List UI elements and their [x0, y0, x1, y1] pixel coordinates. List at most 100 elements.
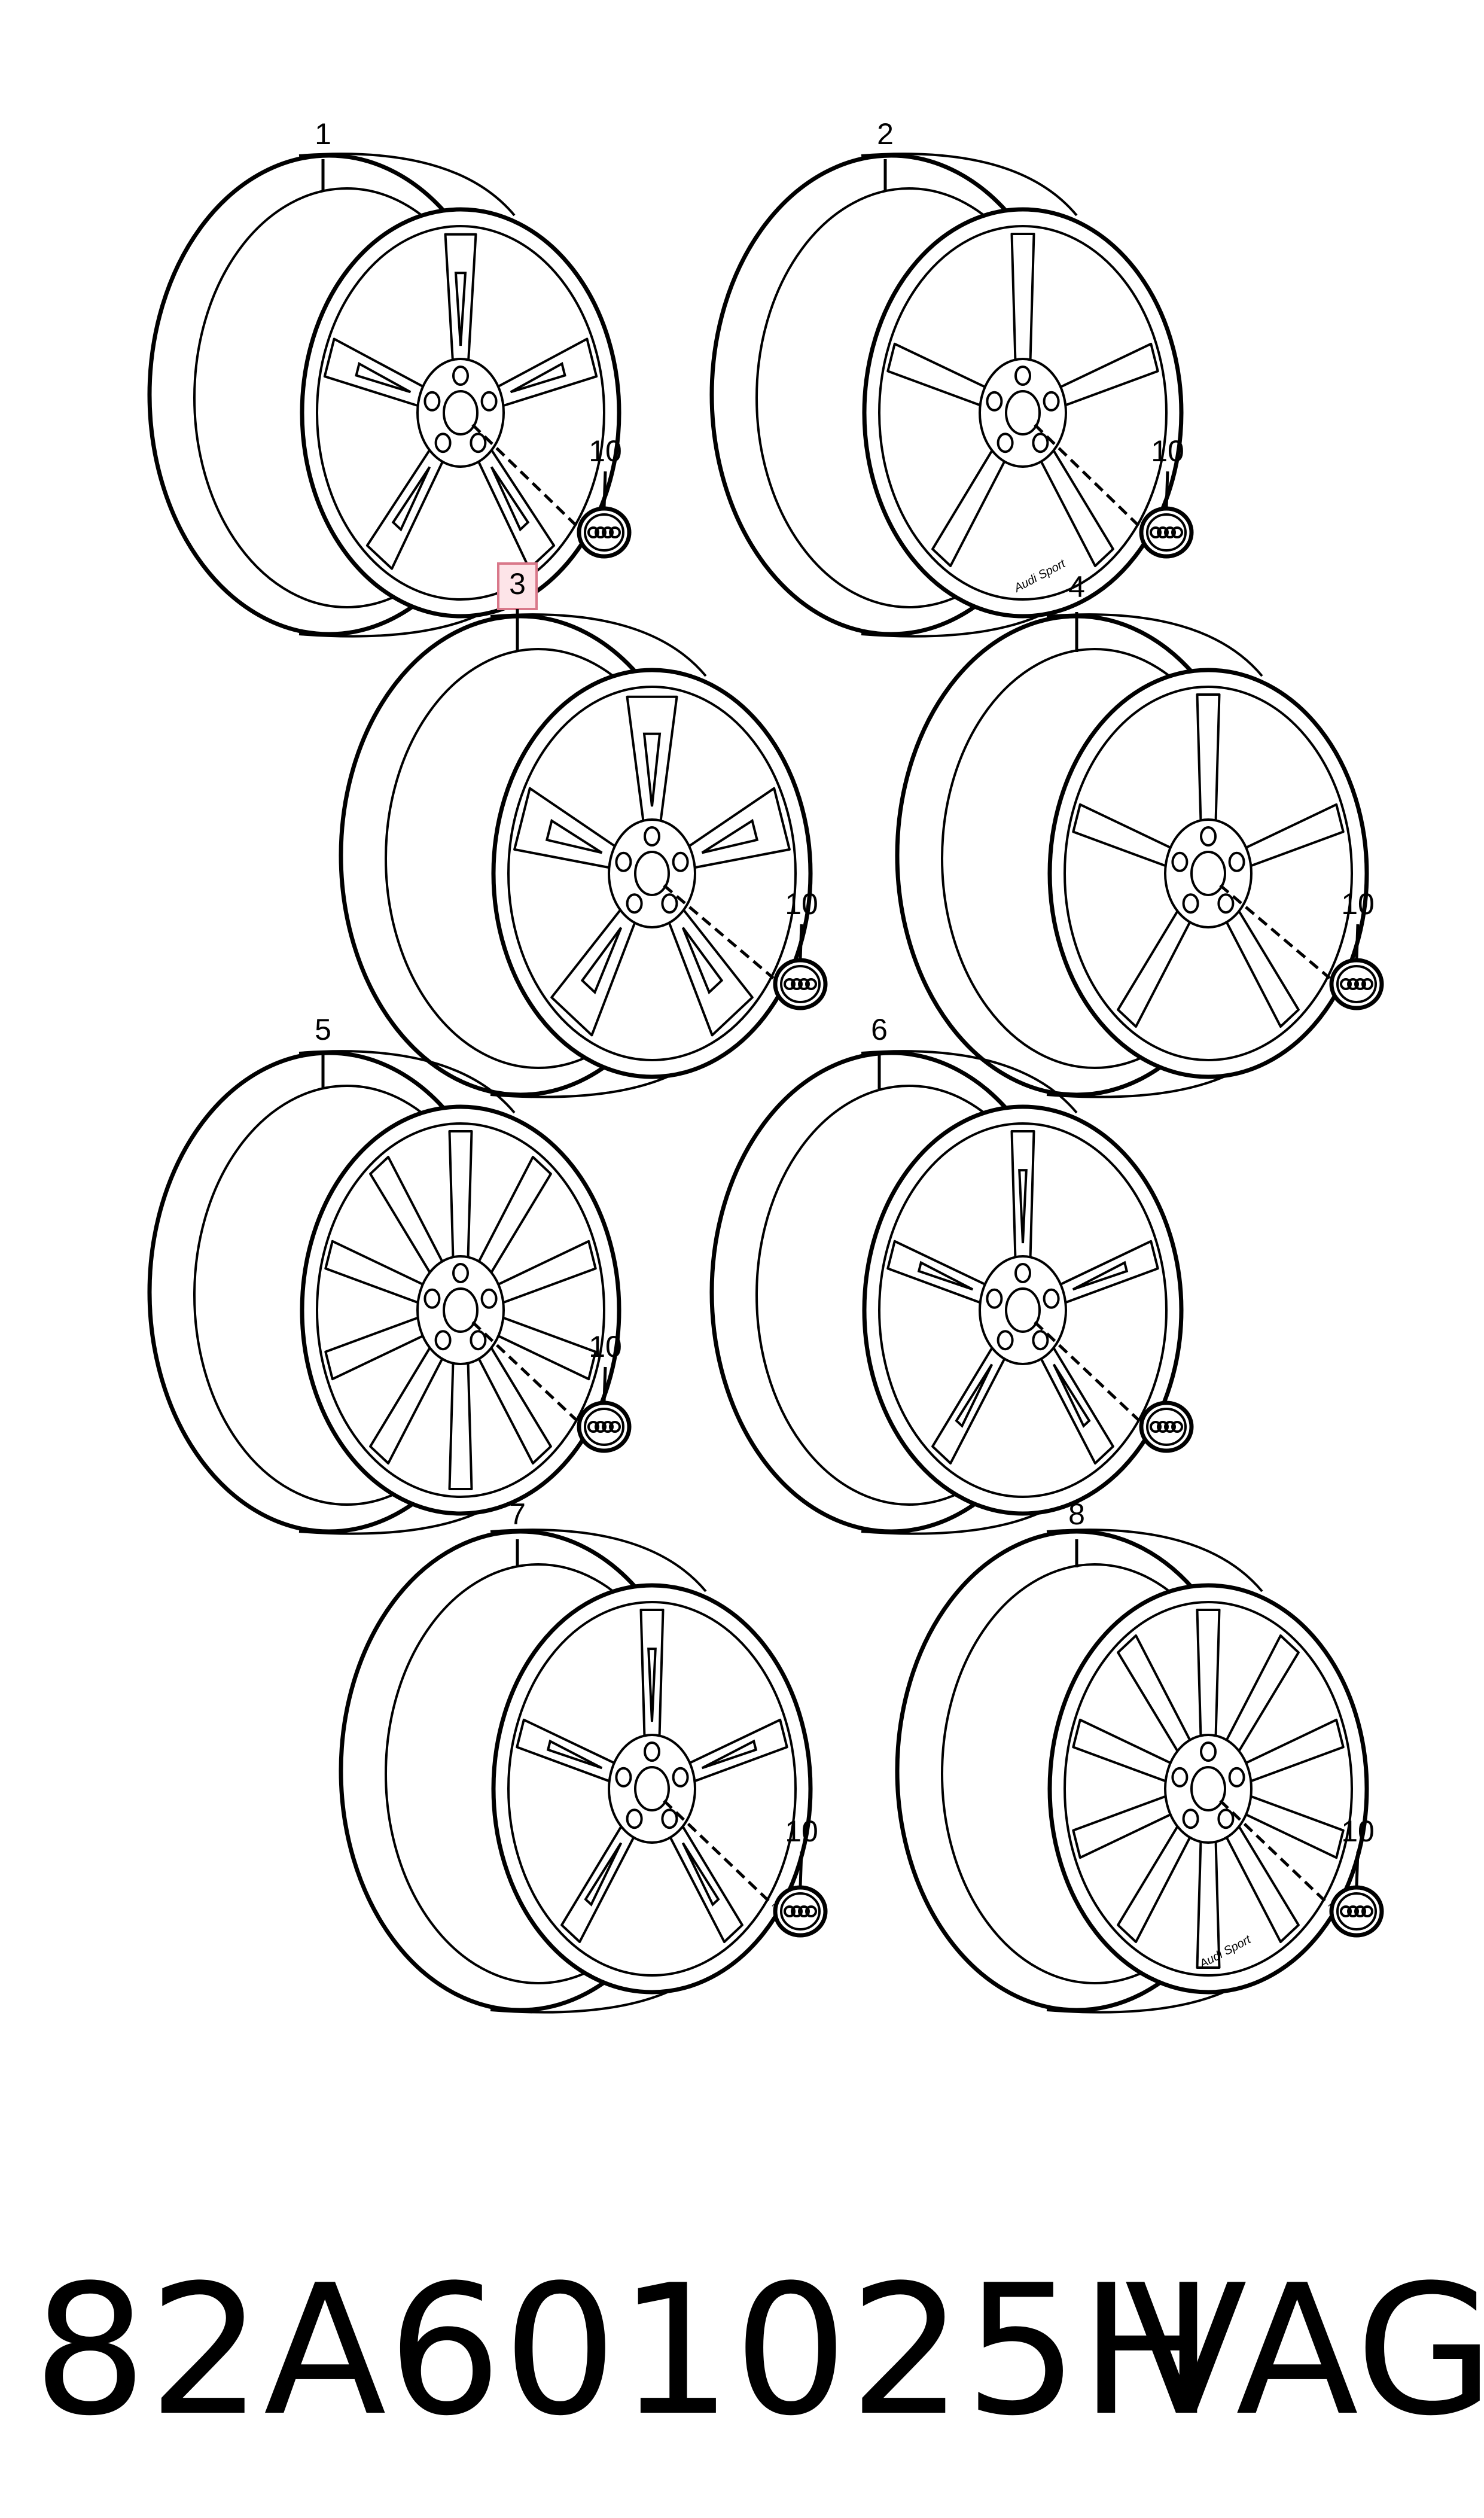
wheel-callout-label[interactable]: 4 — [1068, 570, 1085, 604]
wheel-callout-label[interactable]: 5 — [315, 1013, 331, 1046]
center-bore — [1005, 390, 1041, 436]
four-rings-icon — [1340, 978, 1352, 990]
wheel-4[interactable] — [895, 613, 1369, 1098]
wheel-callout-label[interactable]: 8 — [1068, 1497, 1085, 1531]
center-cap[interactable] — [1139, 506, 1194, 559]
wheel-face-lip — [878, 225, 1168, 601]
spoke-detail — [955, 1363, 994, 1428]
center-cap[interactable] — [773, 1885, 828, 1938]
rim-edge — [1046, 613, 1263, 677]
hub — [979, 358, 1067, 468]
four-rings-icon — [1340, 1905, 1352, 1917]
rim-edge — [1046, 1529, 1263, 1593]
lug-hole — [1200, 1741, 1217, 1762]
cap-callout-line — [799, 1851, 803, 1887]
wheel-1[interactable] — [147, 153, 621, 638]
leader-line — [1219, 884, 1331, 979]
lug-hole — [452, 366, 469, 386]
spoke-detail — [647, 1648, 657, 1722]
rim-edge — [298, 153, 516, 217]
four-rings-icon — [1150, 526, 1162, 538]
rim-edge — [861, 153, 1078, 217]
spoke-detail — [546, 1739, 603, 1770]
cap-callout-line — [602, 1366, 607, 1402]
center-bore — [1190, 851, 1226, 896]
cap-callout-line — [1165, 471, 1169, 508]
lug-hole — [470, 1330, 487, 1351]
lug-hole — [1217, 893, 1235, 914]
spoke-detail — [701, 1739, 758, 1770]
leader-line — [663, 884, 775, 979]
spoke-detail — [454, 272, 467, 346]
center-cap[interactable] — [1329, 958, 1384, 1010]
center-bore — [1190, 1766, 1226, 1811]
wheel-face-lip — [316, 1122, 605, 1498]
wheel-callout-label[interactable]: 2 — [877, 117, 894, 151]
spoke-detail — [1072, 1260, 1129, 1291]
four-rings-icon — [595, 526, 607, 538]
four-rings-icon — [602, 1421, 614, 1433]
lug-hole — [1043, 1288, 1060, 1309]
rim-edge — [490, 613, 707, 677]
four-rings-icon — [595, 1421, 607, 1433]
lug-hole — [997, 1330, 1014, 1351]
four-rings-icon — [587, 526, 599, 538]
spoke — [1010, 233, 1035, 373]
wheel-7[interactable] — [339, 1529, 813, 2014]
four-rings-icon — [784, 1905, 796, 1917]
wheel-callout-label[interactable]: 7 — [509, 1497, 526, 1531]
center-cap[interactable] — [773, 958, 828, 1010]
hub — [1164, 1734, 1253, 1844]
wheel-6[interactable] — [709, 1050, 1184, 1535]
spoke — [448, 1130, 473, 1271]
spoke-detail — [490, 466, 530, 532]
wheel-3[interactable] — [339, 613, 813, 1098]
lug-hole — [997, 433, 1014, 453]
cap-callout-line — [1355, 924, 1360, 960]
spoke — [1010, 1130, 1035, 1271]
rim-edge — [861, 1050, 1078, 1114]
spoke-detail — [681, 1842, 720, 1907]
leader-line — [471, 1321, 578, 1422]
brand-mark: VAG — [1125, 2246, 1484, 2455]
lug-hole — [1171, 851, 1189, 872]
wheel-face-lip — [316, 225, 605, 601]
lug-hole — [1228, 1767, 1245, 1788]
four-rings-icon — [784, 978, 796, 990]
wheel-face-lip — [878, 1122, 1168, 1498]
center-cap[interactable] — [1329, 1885, 1384, 1938]
four-rings-icon — [1171, 1421, 1183, 1433]
wheel-callout-label[interactable]: 6 — [871, 1013, 888, 1046]
lug-hole — [1200, 826, 1217, 847]
lug-hole — [1014, 366, 1031, 386]
cap-callout-line — [799, 924, 803, 960]
center-cap[interactable] — [577, 506, 632, 559]
spoke-detail — [580, 927, 623, 995]
center-bore — [443, 390, 479, 436]
spoke — [1196, 693, 1221, 834]
wheel-8[interactable]: Audi Sport — [895, 1529, 1369, 2014]
wheel-callout-label[interactable]: 1 — [315, 117, 331, 151]
four-rings-icon — [1347, 978, 1359, 990]
four-rings-icon — [587, 1421, 599, 1433]
lug-hole — [452, 1263, 469, 1283]
spoke-detail — [701, 818, 759, 854]
lug-hole — [1182, 893, 1199, 914]
four-rings-icon — [1354, 978, 1366, 990]
center-bore — [443, 1287, 479, 1333]
spoke-detail — [1018, 1169, 1028, 1244]
footer: 82A601025H VAG — [0, 2231, 1484, 2471]
wheel-5[interactable] — [147, 1050, 621, 1535]
hub — [416, 358, 505, 468]
wheel-2[interactable]: Audi Sport — [709, 153, 1184, 638]
spoke — [1196, 1828, 1221, 1969]
hub — [416, 1255, 505, 1365]
lug-hole — [470, 433, 487, 453]
center-cap[interactable] — [1139, 1400, 1194, 1453]
wheel-callout-label[interactable]: 3 — [509, 567, 526, 601]
spoke-detail — [355, 361, 412, 394]
lug-hole — [615, 851, 632, 872]
hub — [608, 818, 696, 928]
center-cap[interactable] — [577, 1400, 632, 1453]
